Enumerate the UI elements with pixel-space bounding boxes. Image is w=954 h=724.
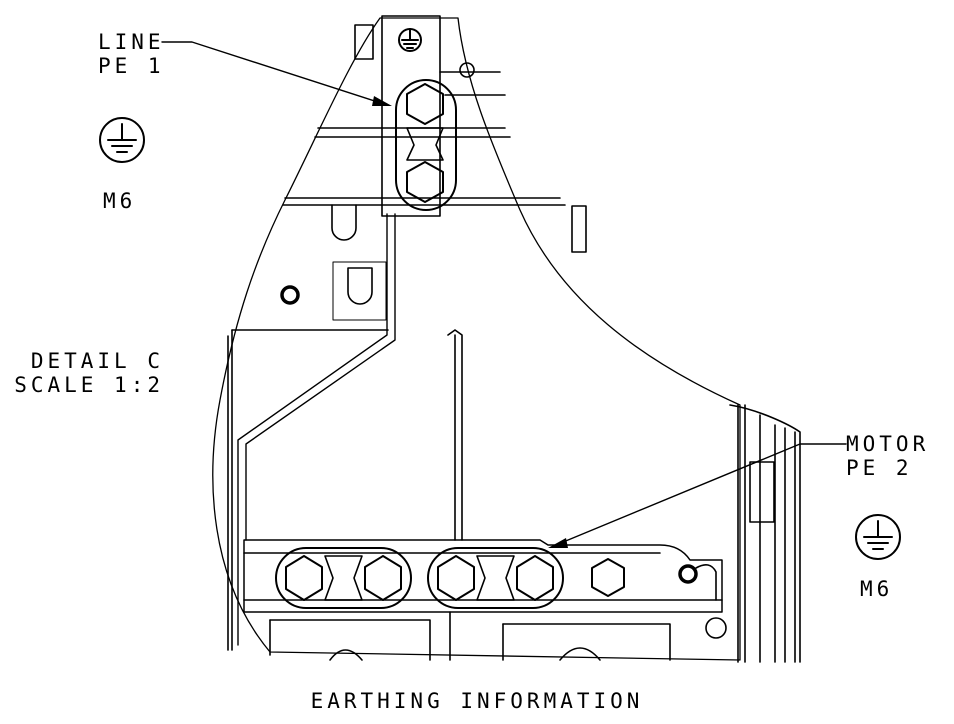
keyhole-slot	[331, 204, 357, 241]
keyhole-slot	[347, 267, 373, 305]
motor-pe-busbar	[243, 539, 723, 613]
motor-callout-size: M6	[860, 577, 894, 601]
detail-scale: SCALE 1:2	[14, 373, 164, 397]
line-callout-subtitle: PE 1	[98, 54, 165, 78]
mounting-hole	[705, 617, 727, 639]
motor-pe-bolt	[516, 555, 554, 601]
motor-pe-leader	[555, 443, 847, 546]
motor-pe-bolt	[437, 555, 475, 601]
protective-earth-icon	[99, 117, 145, 163]
mounting-hole	[678, 564, 698, 584]
motor-pe-bolt	[364, 555, 402, 601]
mounting-hole	[280, 285, 300, 305]
panel-tab	[354, 24, 374, 60]
motor-callout-title: MOTOR	[846, 432, 930, 456]
motor-pe-slot	[275, 547, 412, 609]
earth-strap	[237, 213, 388, 646]
drawing-caption: EARTHING INFORMATION	[310, 689, 644, 713]
line-pe-slot	[395, 79, 457, 211]
detail-label: DETAIL C	[30, 349, 164, 373]
motor-pe-slot	[427, 547, 564, 609]
line-pe-bolt	[406, 83, 444, 125]
line-pe-bolt	[406, 161, 444, 203]
line-callout-size: M6	[103, 189, 137, 213]
motor-pe-bolt	[285, 555, 323, 601]
mounting-hole	[459, 62, 475, 78]
line-pe-leader	[161, 41, 385, 105]
spare-bolt	[591, 558, 625, 597]
panel-tab	[571, 205, 587, 253]
motor-callout-subtitle: PE 2	[846, 456, 913, 480]
line-callout-title: LINE	[98, 30, 165, 54]
protective-earth-icon	[855, 514, 901, 560]
